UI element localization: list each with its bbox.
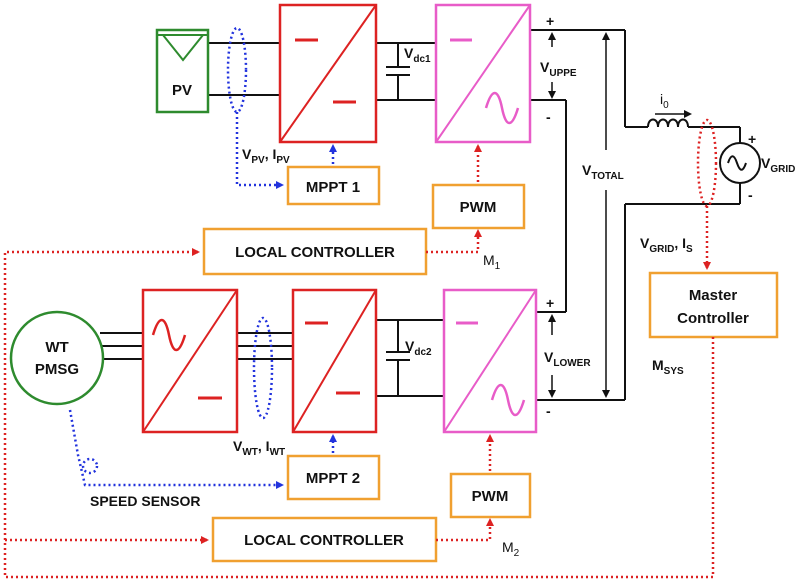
pmsg-label: PMSG [35, 361, 79, 378]
vgrid-label: VGRID [761, 155, 795, 175]
voltage-arrows [548, 32, 692, 398]
wind-turbine-pmsg: WT PMSG [9, 310, 105, 406]
minus-grid: - [748, 187, 753, 203]
pwm-top-box [431, 183, 526, 230]
wt-label: WT [45, 339, 68, 356]
power-wiring [100, 29, 741, 401]
vgrid-is-label: VGRID, IS [640, 235, 693, 255]
local-controller-top-label: LOCAL CONTROLLER [235, 244, 395, 261]
local-controller-bottom-box [211, 516, 438, 563]
control-signals [3, 118, 718, 579]
i0-label: i0 [660, 91, 669, 111]
pwm-bottom-label: PWM [472, 488, 509, 505]
vuppe-label: VUPPE [540, 59, 577, 79]
measurement-signals [68, 26, 337, 489]
minus-upper: - [546, 109, 551, 125]
grid-source [719, 142, 761, 184]
vdc1-label: Vdc1 [404, 45, 431, 65]
master-label-1: Master [689, 287, 738, 304]
plus-grid: + [748, 131, 756, 147]
pv-panel: PV [155, 28, 210, 114]
pv-label: PV [172, 82, 192, 99]
pwm-top-label: PWM [460, 199, 497, 216]
vlower-label: VLOWER [544, 349, 591, 369]
m2-label: M2 [502, 539, 520, 559]
vtotal-label: VTOTAL [582, 162, 624, 182]
mppt2-box [286, 454, 381, 501]
speed-sensor-label: SPEED SENSOR [90, 493, 200, 509]
master-controller-box [648, 271, 779, 339]
local-controller-top-box [202, 227, 428, 276]
inverter-2 [442, 288, 538, 434]
vdc2-label: Vdc2 [405, 338, 432, 358]
ac-dc-rectifier [141, 288, 239, 434]
mppt1-box [286, 165, 381, 206]
master-label-2: Controller [677, 310, 749, 327]
vpv-ipv-label: VPV, IPV [242, 146, 290, 166]
pwm-bottom-box [449, 472, 532, 519]
msys-label: MSYS [652, 357, 684, 377]
dcdc-converter-1 [278, 3, 378, 144]
mppt2-label: MPPT 2 [306, 470, 360, 487]
dcdc-converter-2 [291, 288, 378, 434]
mppt1-label: MPPT 1 [306, 179, 360, 196]
minus-lower: - [546, 403, 551, 419]
vwt-iwt-label: VWT, IWT [233, 438, 285, 458]
controller-boxes [202, 165, 779, 563]
plus-upper: + [546, 13, 554, 29]
local-controller-bottom-label: LOCAL CONTROLLER [244, 532, 404, 549]
inverter-1 [434, 3, 532, 144]
m1-label: M1 [483, 252, 501, 272]
plus-lower: + [546, 295, 554, 311]
